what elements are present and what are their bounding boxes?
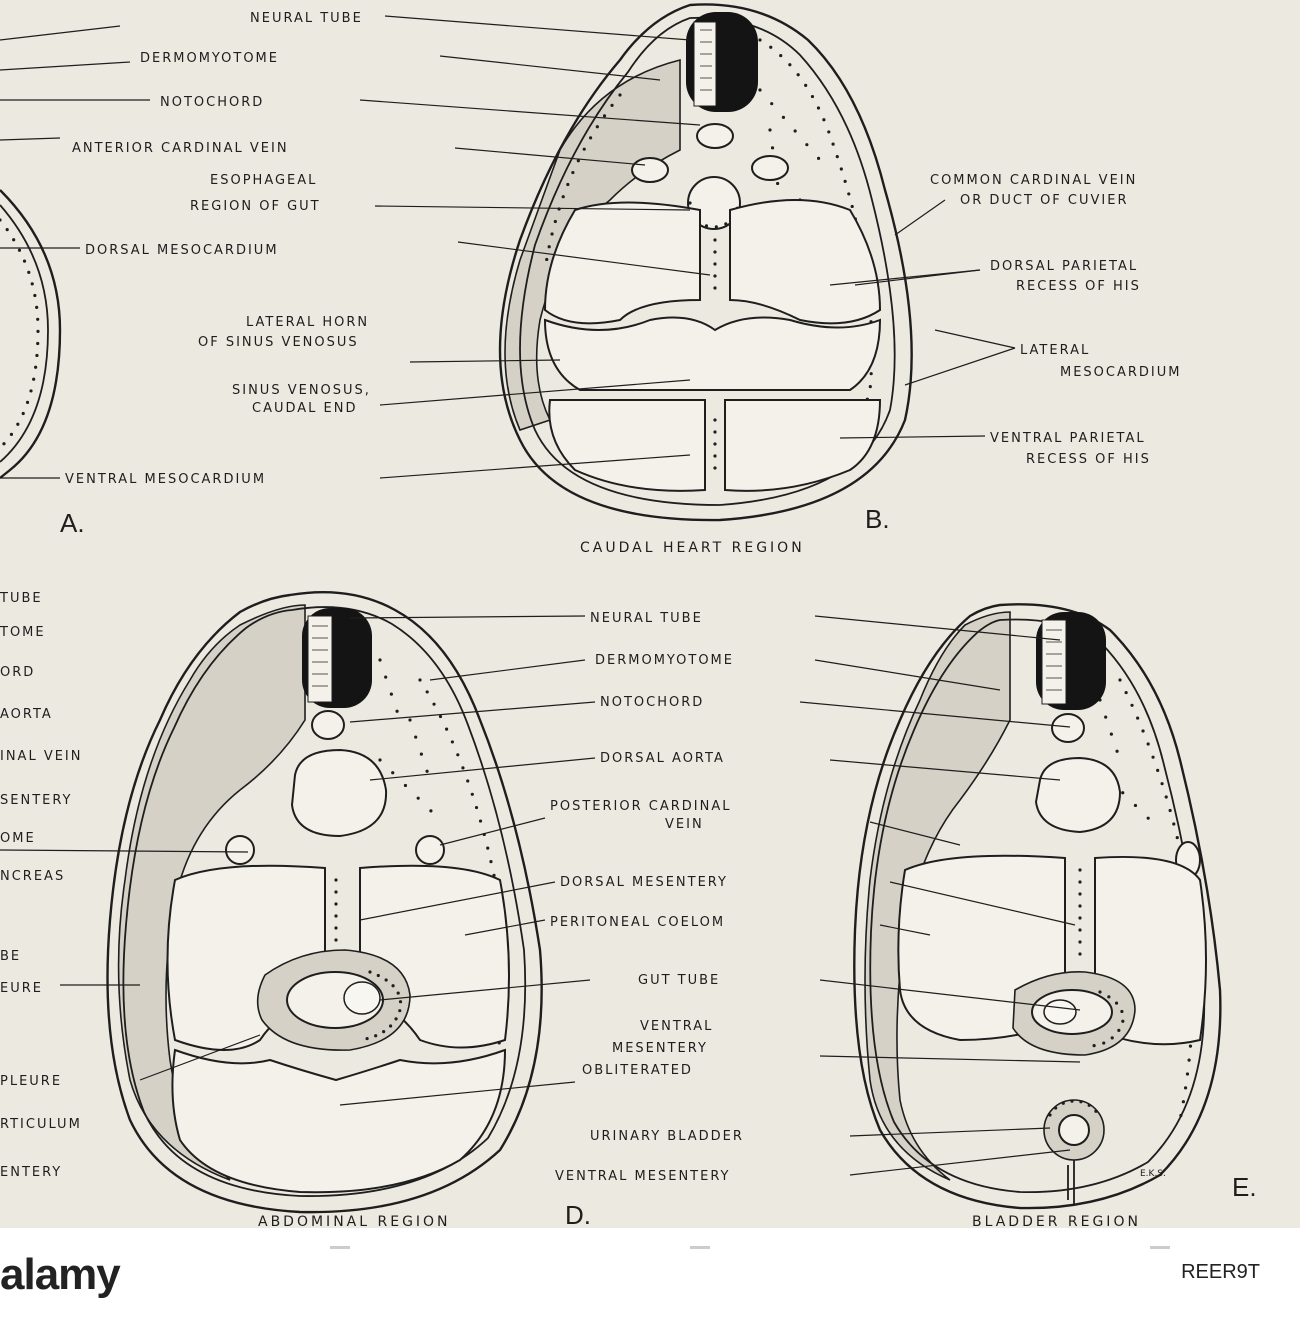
cross-section-diagram: NEURAL TUBE DERMOMYOTOME NOTOCHORD ANTER… (0, 3, 1257, 1228)
fragment-sentery: SENTERY (0, 793, 73, 808)
label-gut-tube: GUT TUBE (638, 973, 720, 988)
label-ventral-mesentery-1: VENTRAL (640, 1019, 713, 1034)
leader-lines (0, 15, 1081, 1176)
panel-letter-e: E. (1232, 1172, 1257, 1202)
fragment-rticulum: RTICULUM (0, 1117, 82, 1132)
labels: NEURAL TUBE DERMOMYOTOME NOTOCHORD ANTER… (0, 11, 1257, 1228)
label-common-cardinal-1: COMMON CARDINAL VEIN (930, 173, 1137, 188)
label-dorsal-aorta: DORSAL AORTA (600, 751, 725, 766)
panel-b-section (498, 3, 913, 522)
label-esophageal-region-1: ESOPHAGEAL (210, 173, 317, 188)
label-dermomyotome-d: DERMOMYOTOME (595, 653, 734, 668)
label-lateral-horn-1: LATERAL HORN (246, 315, 369, 330)
panel-letter-b: B. (865, 504, 890, 534)
label-lateral-mesocardium-1: LATERAL (1020, 343, 1090, 358)
label-dorsal-mesentery: DORSAL MESENTERY (560, 875, 728, 890)
fragment-ord: ORD (0, 665, 35, 680)
title-abdominal-region: ABDOMINAL REGION (258, 1214, 451, 1228)
label-notochord-d: NOTOCHORD (600, 695, 704, 710)
label-ventral-mesentery-3: OBLITERATED (582, 1063, 693, 1078)
fragment-ome: OME (0, 831, 36, 846)
label-ventral-mesentery-2: MESENTERY (612, 1041, 708, 1056)
panel-d-section (106, 590, 543, 1214)
panel-e-section (853, 603, 1222, 1210)
label-dorsal-mesocardium: DORSAL MESOCARDIUM (85, 243, 279, 258)
label-peritoneal-coelom: PERITONEAL COELOM (550, 915, 725, 930)
fragment-ncreas: NCREAS (0, 869, 65, 884)
alamy-logo: alamy (0, 1250, 121, 1299)
label-urinary-bladder: URINARY BLADDER (590, 1129, 744, 1144)
label-ventral-mesocardium: VENTRAL MESOCARDIUM (65, 472, 266, 487)
label-common-cardinal-2: OR DUCT OF CUVIER (960, 193, 1128, 208)
fragment-pleure: PLEURE (0, 1074, 62, 1089)
fragment-tube: TUBE (0, 591, 43, 606)
fragment-inal-vein: INAL VEIN (0, 749, 83, 764)
label-neural-tube-d: NEURAL TUBE (590, 611, 703, 626)
embryo-sections-plate: NEURAL TUBE DERMOMYOTOME NOTOCHORD ANTER… (0, 0, 1300, 1228)
label-dorsal-parietal-1: DORSAL PARIETAL (990, 259, 1138, 274)
label-esophageal-region-2: REGION OF GUT (190, 199, 321, 214)
label-sinus-venosus-1: SINUS VENOSUS, (232, 383, 371, 398)
fragment-aorta: AORTA (0, 707, 53, 722)
label-ventral-parietal-2: RECESS OF HIS (1026, 452, 1151, 467)
label-dermomyotome-a: DERMOMYOTOME (140, 51, 279, 66)
fragment-tome: TOME (0, 625, 46, 640)
label-sinus-venosus-2: CAUDAL END (252, 401, 357, 416)
fragment-be: BE (0, 949, 21, 964)
footer-strip (690, 1246, 710, 1249)
footer-strip (330, 1246, 350, 1249)
label-posterior-cardinal-1: POSTERIOR CARDINAL (550, 799, 731, 814)
panel-letter-d: D. (565, 1200, 591, 1228)
label-ventral-mesentery-e: VENTRAL MESENTERY (555, 1169, 730, 1184)
stock-footer: alamy REER9T (0, 1228, 1300, 1319)
title-caudal-heart-region: CAUDAL HEART REGION (580, 540, 805, 556)
label-lateral-mesocardium-2: MESOCARDIUM (1060, 365, 1182, 380)
label-dorsal-parietal-2: RECESS OF HIS (1016, 279, 1141, 294)
label-ventral-parietal-1: VENTRAL PARIETAL (990, 431, 1146, 446)
label-notochord-a: NOTOCHORD (160, 95, 264, 110)
footer-strip (1150, 1246, 1170, 1249)
label-lateral-horn-2: OF SINUS VENOSUS (198, 335, 359, 350)
label-posterior-cardinal-2: VEIN (665, 817, 704, 832)
fragment-entery: ENTERY (0, 1165, 62, 1180)
label-anterior-cardinal-vein: ANTERIOR CARDINAL VEIN (72, 141, 289, 156)
panel-a-section (0, 189, 62, 479)
image-id: REER9T (1181, 1261, 1260, 1283)
fragment-eure: EURE (0, 981, 43, 996)
label-neural-tube-a: NEURAL TUBE (250, 11, 363, 26)
panel-letter-a: A. (60, 508, 85, 538)
artist-initials: E.K.S. (1140, 1169, 1166, 1179)
title-bladder-region: BLADDER REGION (972, 1214, 1141, 1228)
